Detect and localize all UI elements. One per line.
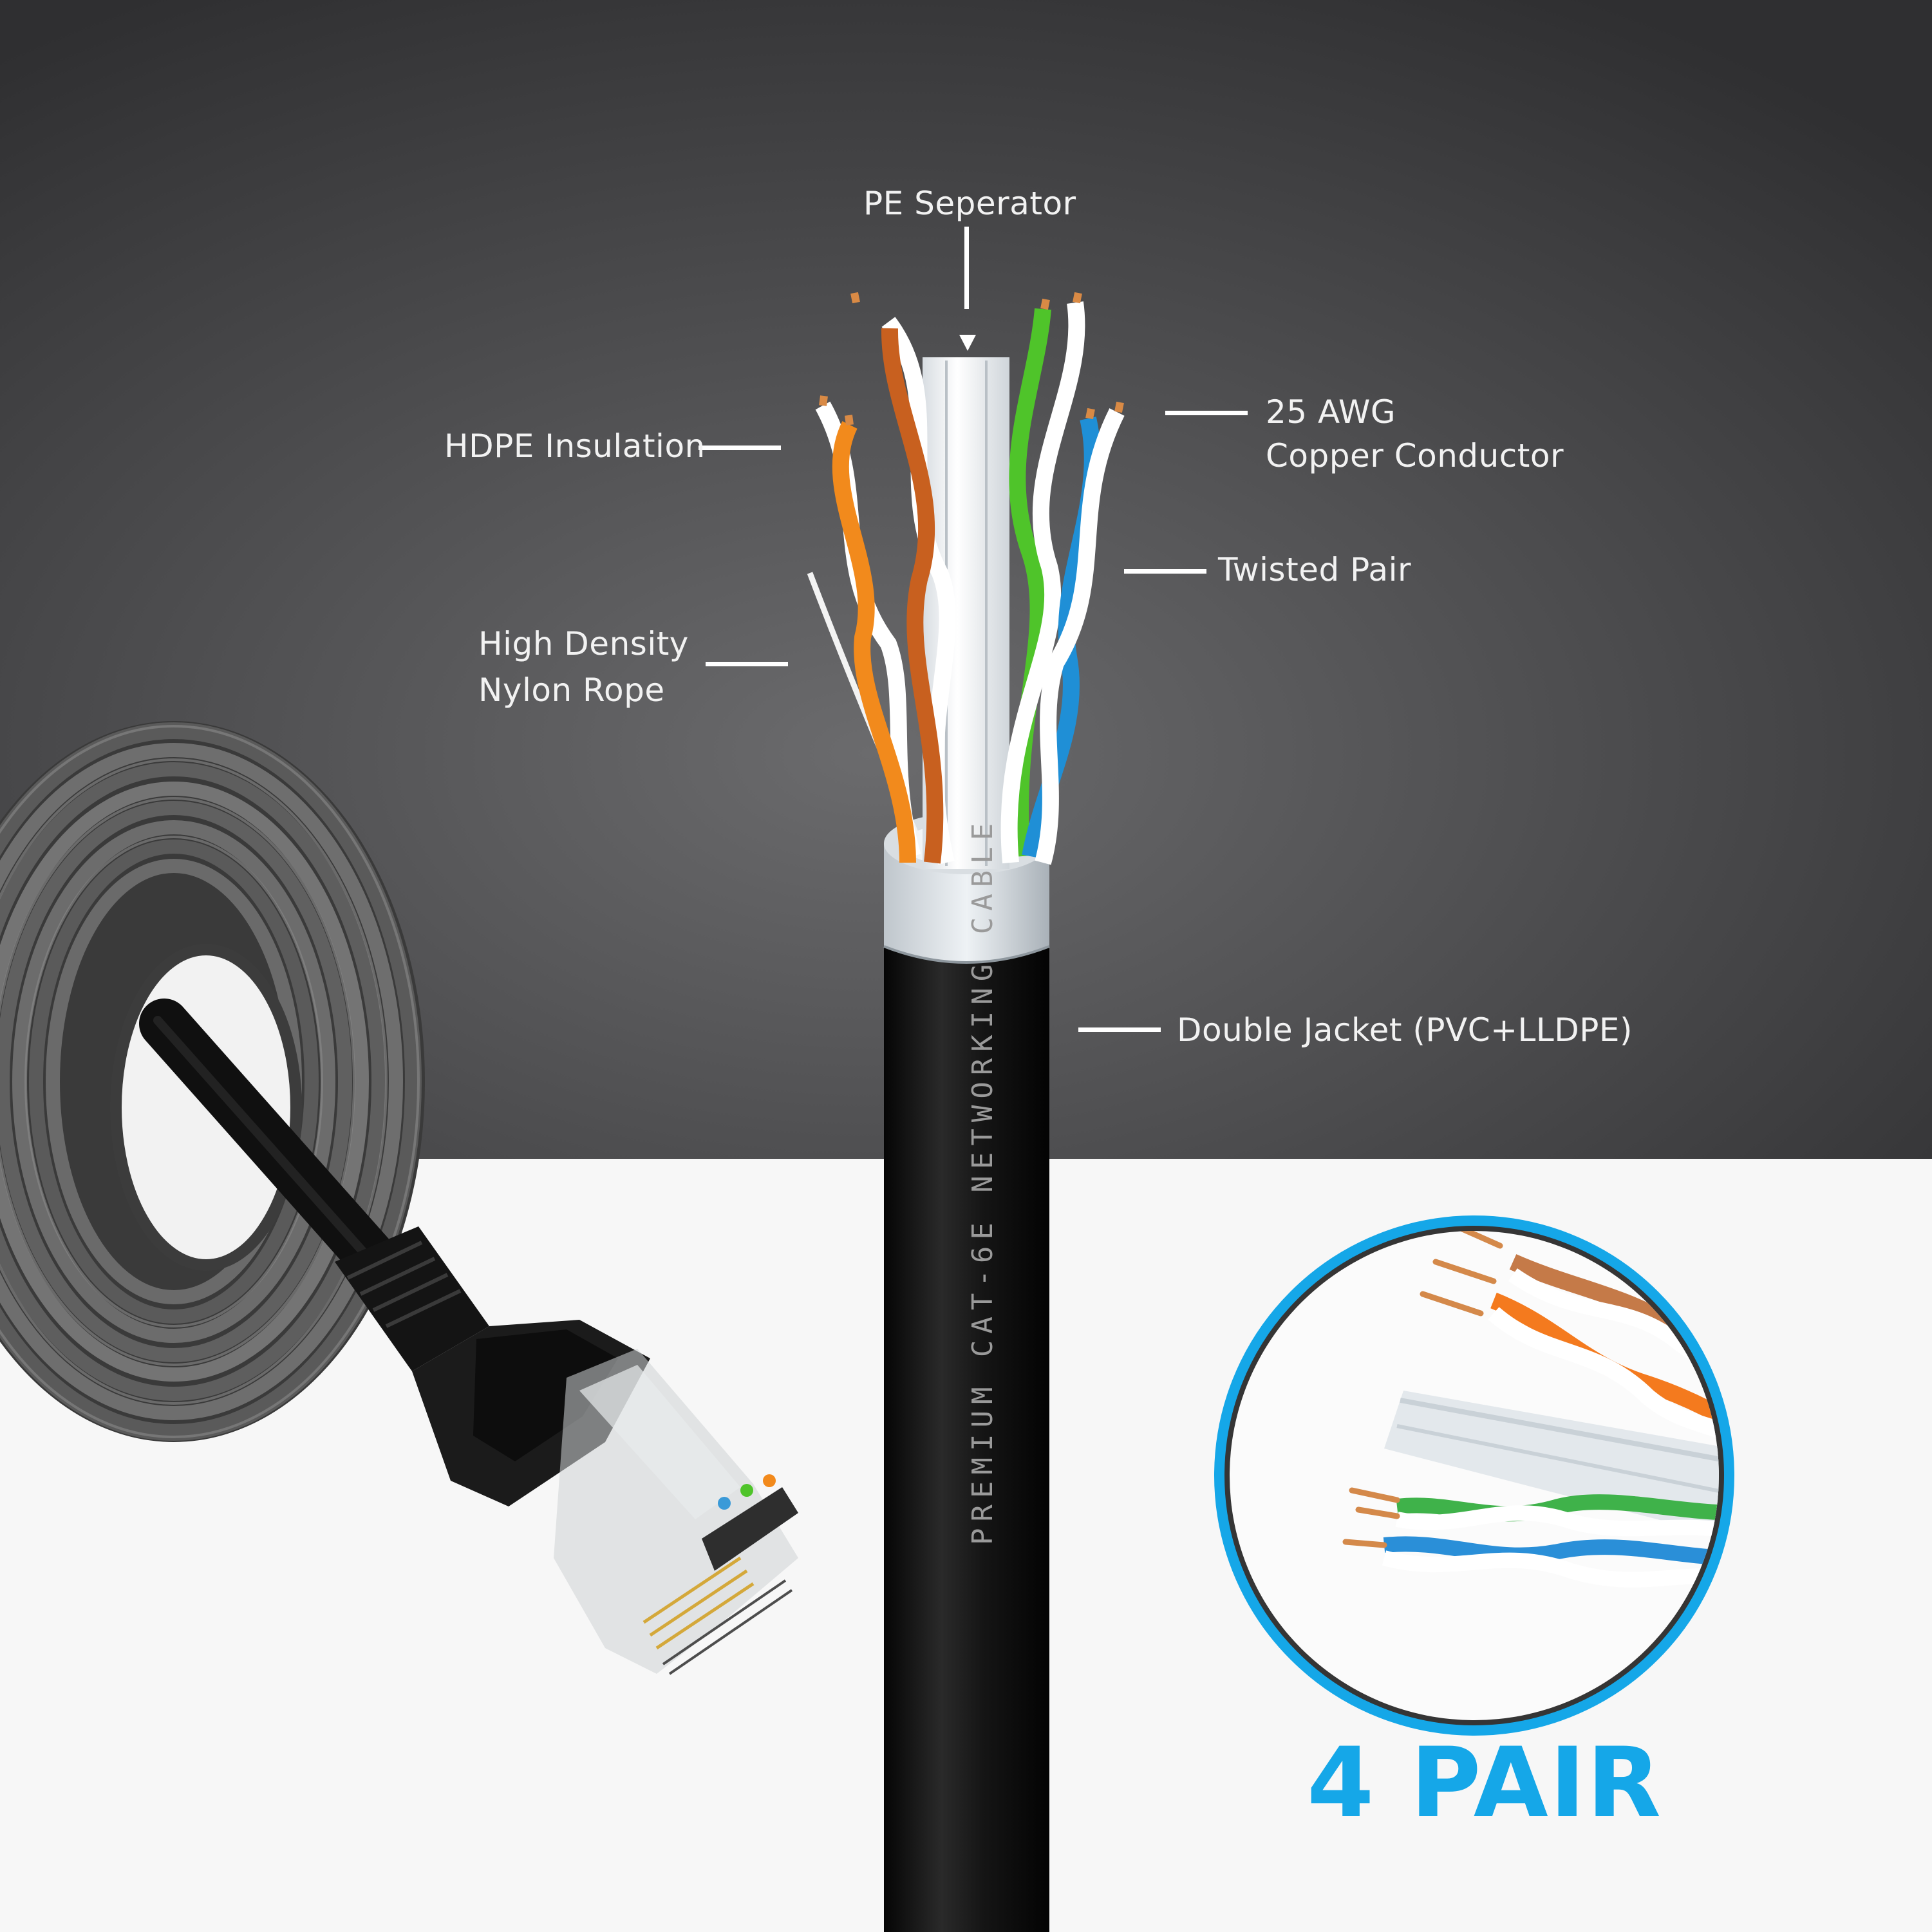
- nylon-leader: [706, 662, 788, 666]
- nylon-label-line1: High Density: [478, 625, 689, 662]
- awg-label-line2: Copper Conductor: [1266, 437, 1564, 474]
- cable-cross-section-icon: [807, 292, 1125, 1932]
- nylon-label-line2: Nylon Rope: [478, 671, 665, 709]
- twisted-leader: [1124, 569, 1206, 574]
- cable-print-text: PREMIUM CAT-6E NETWORKING CABLE: [966, 816, 999, 1545]
- twisted-pair-zoom-icon: [1214, 1215, 1734, 1736]
- hdpe-leader: [699, 445, 781, 450]
- hdpe-insulation-label: HDPE Insulation: [444, 427, 706, 465]
- awg-label-line1: 25 AWG: [1266, 393, 1396, 431]
- awg-leader: [1165, 411, 1248, 415]
- coiled-cable-icon: [0, 721, 425, 1442]
- pe-separator-leader: [964, 227, 969, 309]
- four-pair-title: 4 PAIR: [1307, 1727, 1663, 1839]
- pe-separator-label: PE Seperator: [863, 185, 1076, 222]
- twisted-pair-label: Twisted Pair: [1218, 551, 1412, 588]
- jacket-leader: [1078, 1027, 1161, 1032]
- rj45-connector-icon: [335, 1226, 798, 1675]
- double-jacket-label: Double Jacket (PVC+LLDPE): [1177, 1011, 1633, 1049]
